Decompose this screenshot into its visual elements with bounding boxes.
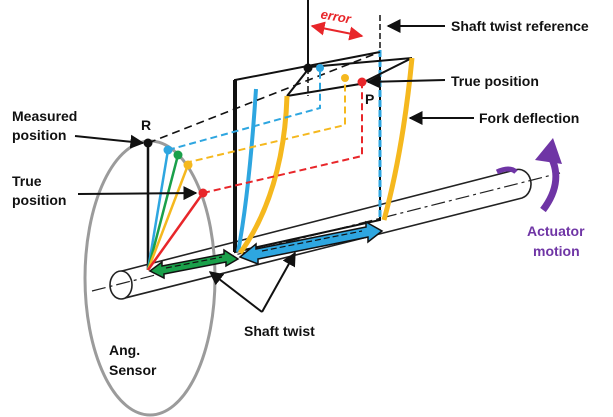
actuator-motion-label-line1: Actuator <box>527 223 585 239</box>
sensor-label-line2: Sensor <box>109 362 157 378</box>
shaft-twist-green-arrow <box>148 248 240 280</box>
true-position-top-arrow <box>366 74 446 89</box>
point-top-blue <box>316 64 324 72</box>
point-r-label: R <box>141 117 151 133</box>
projection-lines <box>147 51 381 194</box>
actuator-motion-label-line2: motion <box>533 243 580 259</box>
true-position-left-label-line2: position <box>12 192 66 208</box>
error-arrow <box>310 21 364 41</box>
point-top-gold <box>341 74 349 82</box>
point-p-label: P <box>365 91 374 107</box>
shaft-end-face <box>109 270 133 300</box>
point-p <box>357 77 367 87</box>
shaft-twist-arrow-right <box>261 251 296 313</box>
actuator-arrow-head <box>535 138 562 164</box>
sensor-radials <box>146 143 205 271</box>
true-position-left-arrow <box>77 186 198 201</box>
point-r <box>143 138 153 148</box>
error-label: error <box>320 6 353 26</box>
point-gold <box>183 160 193 170</box>
gold-fork-right <box>381 57 415 221</box>
shaft-twist-arrow-left <box>208 271 263 313</box>
measured-position-label-line1: Measured <box>12 108 77 124</box>
fork-deflection-label: Fork deflection <box>479 110 579 126</box>
shaft-twist-label: Shaft twist <box>244 323 315 339</box>
true-position-top-label: True position <box>451 73 539 89</box>
measured-position-arrow <box>74 134 145 149</box>
point-true-position-sensor <box>198 188 208 198</box>
point-blue <box>163 145 173 155</box>
point-top-reference <box>303 63 313 73</box>
shaft-twist-blue-arrow <box>238 220 384 266</box>
blue-fork-curve <box>236 88 258 253</box>
point-green <box>173 150 183 160</box>
measured-position-label-line2: position <box>12 127 66 143</box>
shaft-twist-reference-label: Shaft twist reference <box>451 18 589 34</box>
sensor-label-line1: Ang. <box>109 342 140 358</box>
true-position-left-label-line1: True <box>12 173 42 189</box>
